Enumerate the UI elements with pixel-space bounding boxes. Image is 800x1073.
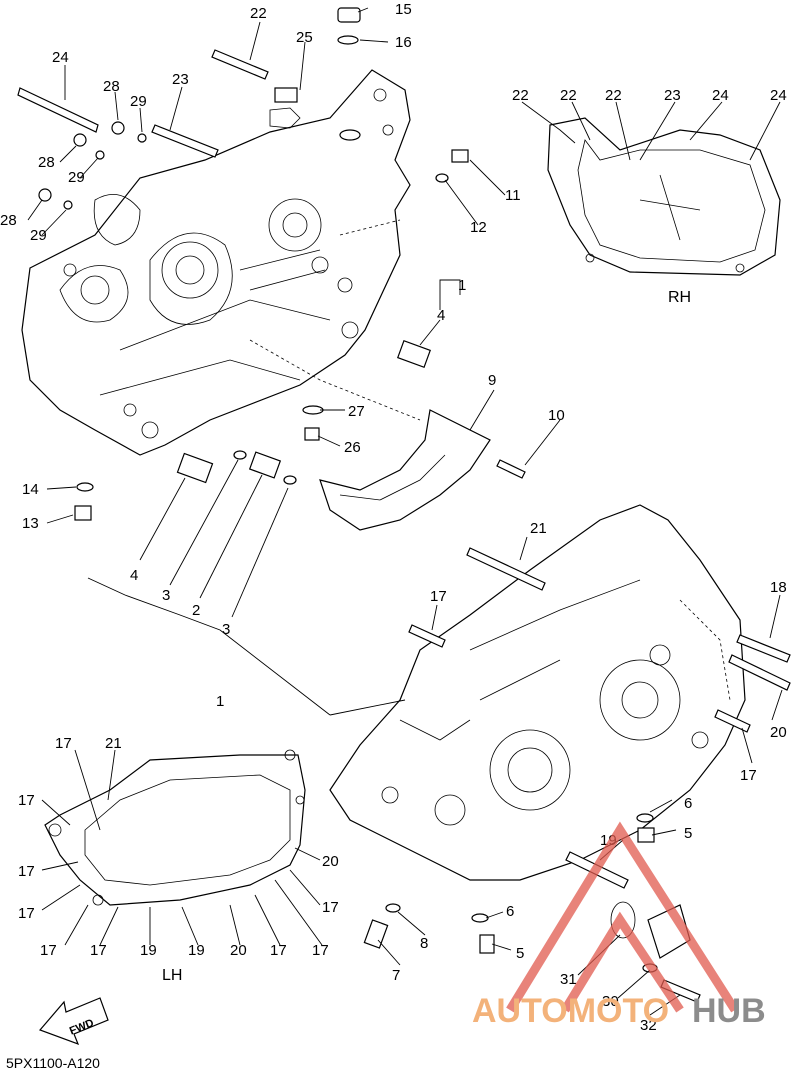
callout-24: 24 bbox=[770, 87, 787, 104]
callout-29: 29 bbox=[130, 93, 147, 110]
callout-19: 19 bbox=[188, 942, 205, 959]
callout-14: 14 bbox=[22, 481, 39, 498]
callout-2: 2 bbox=[192, 602, 200, 619]
callout-23: 23 bbox=[664, 87, 681, 104]
rh-label: RH bbox=[668, 289, 691, 306]
callout-17: 17 bbox=[55, 735, 72, 752]
callout-15: 15 bbox=[395, 1, 412, 18]
callout-22: 22 bbox=[605, 87, 622, 104]
callout-17: 17 bbox=[90, 942, 107, 959]
left-crankcase-drawing bbox=[21, 69, 421, 456]
callout-8: 8 bbox=[420, 935, 428, 952]
crankcase-guard-drawing bbox=[319, 409, 491, 531]
callout-5: 5 bbox=[516, 945, 524, 962]
callout-24: 24 bbox=[52, 49, 69, 66]
callout-20: 20 bbox=[770, 724, 787, 741]
right-crankcase-drawing bbox=[329, 504, 746, 881]
callout-10: 10 bbox=[548, 407, 565, 424]
callout-6: 6 bbox=[684, 795, 692, 812]
callout-4: 4 bbox=[437, 307, 445, 324]
callout-28: 28 bbox=[103, 78, 120, 95]
fwd-arrow: FWD bbox=[38, 997, 109, 1046]
callout-5: 5 bbox=[684, 825, 692, 842]
callout-19: 19 bbox=[140, 942, 157, 959]
callout-22: 22 bbox=[512, 87, 529, 104]
callout-29: 29 bbox=[68, 169, 85, 186]
callout-13: 13 bbox=[22, 515, 39, 532]
callout-20: 20 bbox=[322, 853, 339, 870]
callout-31: 31 bbox=[560, 971, 577, 988]
callout-32: 32 bbox=[640, 1017, 657, 1034]
callout-17: 17 bbox=[740, 767, 757, 784]
callout-11: 11 bbox=[505, 187, 521, 204]
callout-3: 3 bbox=[222, 621, 230, 638]
callout-1: 1 bbox=[458, 277, 466, 294]
lh-label: LH bbox=[162, 967, 182, 984]
callout-24: 24 bbox=[712, 87, 729, 104]
callout-1: 1 bbox=[216, 693, 224, 710]
callout-3: 3 bbox=[162, 587, 170, 604]
small-parts-drawing bbox=[17, 7, 791, 1003]
watermark-triangle-inner bbox=[561, 911, 684, 1013]
callout-18: 18 bbox=[770, 579, 787, 596]
callout-23: 23 bbox=[172, 71, 189, 88]
callout-17: 17 bbox=[322, 899, 339, 916]
callout-26: 26 bbox=[344, 439, 361, 456]
watermark-triangle bbox=[506, 821, 739, 1013]
watermark-text-part2: HUB bbox=[692, 992, 766, 1030]
watermark-text-part1: AUTOMOTO bbox=[472, 992, 669, 1030]
callout-21: 21 bbox=[105, 735, 122, 752]
callout-27: 27 bbox=[348, 403, 365, 420]
callout-30: 30 bbox=[602, 993, 619, 1010]
callout-28: 28 bbox=[38, 154, 55, 171]
callout-17: 17 bbox=[270, 942, 287, 959]
callout-16: 16 bbox=[395, 34, 412, 51]
callout-17: 17 bbox=[18, 792, 35, 809]
callout-12: 12 bbox=[470, 219, 487, 236]
callout-17: 17 bbox=[18, 863, 35, 880]
callout-28: 28 bbox=[0, 212, 17, 229]
callout-17: 17 bbox=[18, 905, 35, 922]
callout-17: 17 bbox=[430, 588, 447, 605]
leader-lines bbox=[27, 7, 783, 1016]
callout-7: 7 bbox=[392, 967, 400, 984]
callout-21: 21 bbox=[530, 520, 547, 537]
callout-22: 22 bbox=[560, 87, 577, 104]
callout-20: 20 bbox=[230, 942, 247, 959]
callout-25: 25 bbox=[296, 29, 313, 46]
callout-22: 22 bbox=[250, 5, 267, 22]
callout-6: 6 bbox=[506, 903, 514, 920]
drawing-code: 5PX1100-A120 bbox=[6, 1055, 100, 1071]
lh-cover-drawing bbox=[44, 749, 306, 906]
callout-4: 4 bbox=[130, 567, 138, 584]
rh-cover-drawing bbox=[547, 117, 781, 276]
callout-29: 29 bbox=[30, 227, 47, 244]
watermark-logo: AUTOMOTO HUB bbox=[472, 821, 766, 1030]
callout-9: 9 bbox=[488, 372, 496, 389]
callout-17: 17 bbox=[312, 942, 329, 959]
callout-17: 17 bbox=[40, 942, 57, 959]
